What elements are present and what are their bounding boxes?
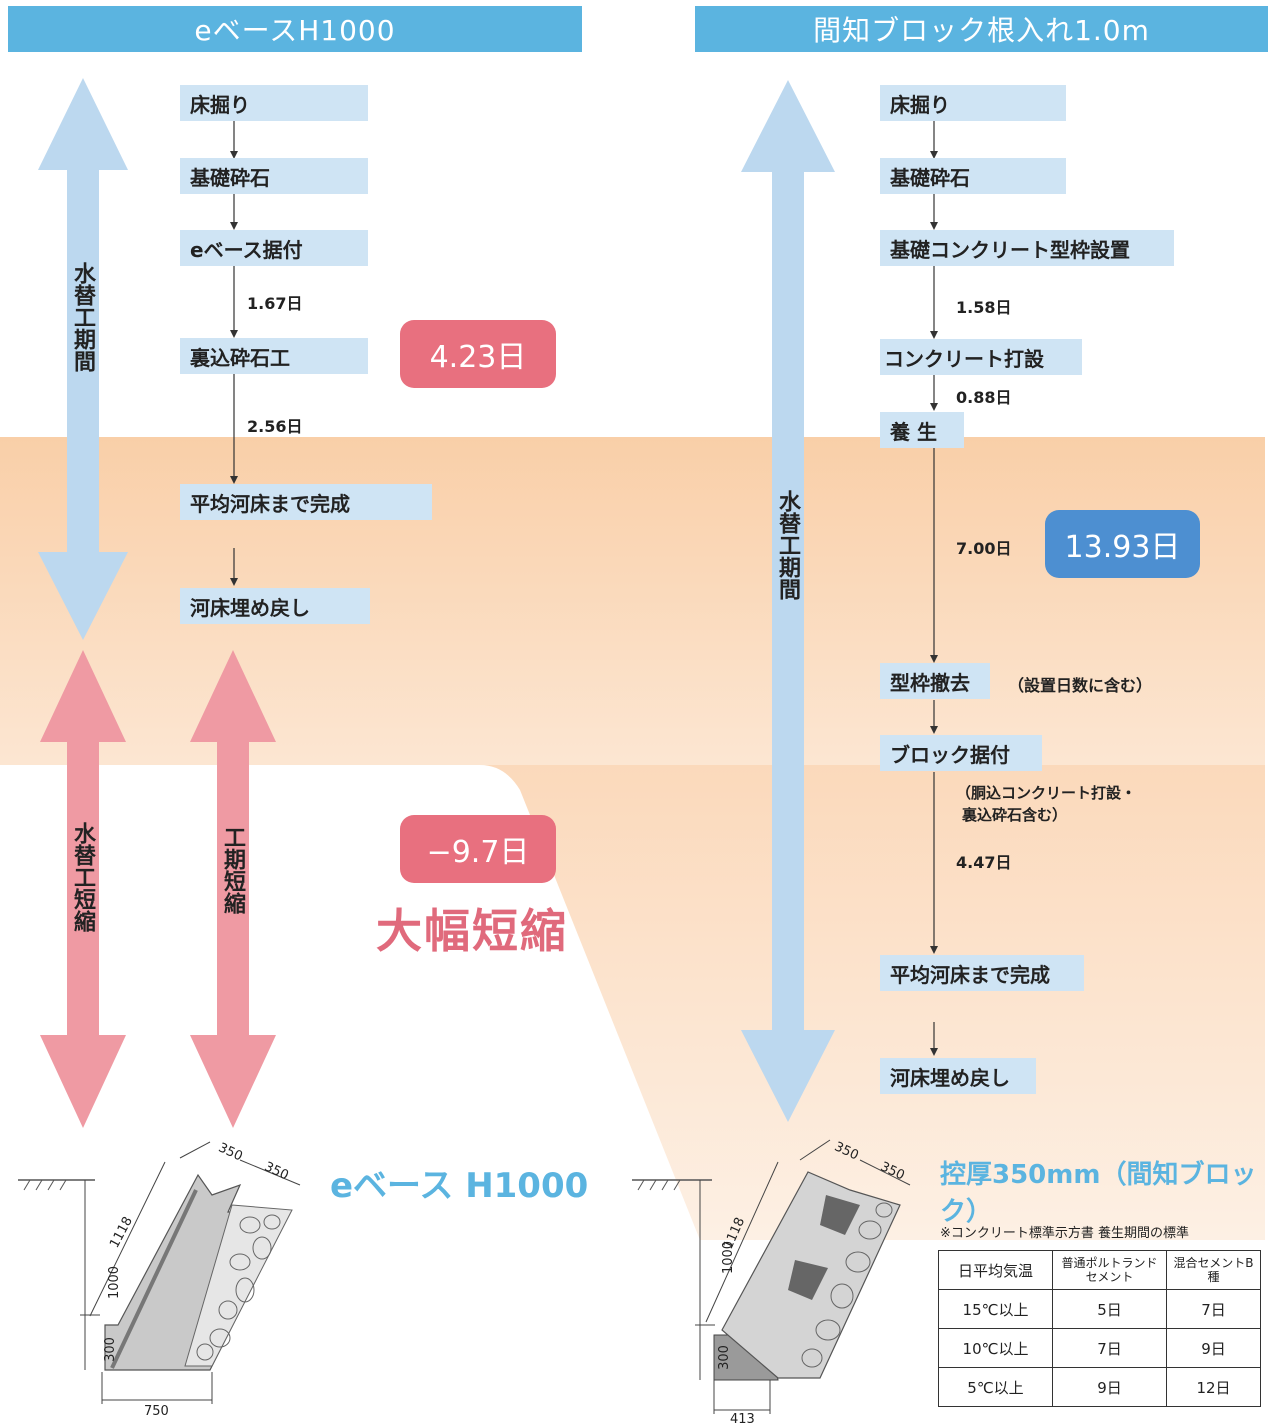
right-block-note-line-1: （胴込コンクリート打設・ (956, 784, 1137, 802)
left-step-2: 基礎砕石 (180, 158, 368, 194)
right-cross-section (632, 1139, 911, 1414)
right-step-7: ブロック据付 (880, 735, 1042, 771)
table-row: 15℃以上 5日 7日 (938, 1289, 1261, 1329)
left-water-period-arrow (38, 78, 128, 640)
table-cell: 15℃以上 (938, 1289, 1053, 1329)
table-row: 10℃以上 7日 9日 (938, 1328, 1261, 1368)
left-period-label: 水替工期間 (69, 262, 97, 372)
left-cross-section (18, 1141, 301, 1404)
water-reduction-label-text: 水替工短縮 (70, 822, 95, 932)
left-total-badge: 4.23日 (400, 320, 556, 388)
right-duration-1: 1.58日 (956, 298, 1012, 317)
reduction-text: 大幅短縮 (376, 904, 568, 958)
left-duration-1: 1.67日 (247, 294, 303, 313)
water-reduction-arrow (40, 650, 126, 1128)
right-dim-413: 413 (730, 1412, 755, 1427)
left-period-label-text: 水替工期間 (70, 262, 95, 372)
right-dim-300: 300 (716, 1345, 732, 1370)
left-step-1: 床掘り (180, 85, 368, 121)
right-period-label: 水替工期間 (774, 490, 802, 600)
right-period-label-text: 水替工期間 (775, 490, 800, 600)
right-block-note: （胴込コンクリート打設・ 裏込砕石含む） (956, 782, 1136, 826)
table-row: 5℃以上 9日 12日 (938, 1367, 1261, 1407)
left-section-title: eベース H1000 (330, 1166, 589, 1206)
table-header-cell: 普通ポルトランドセメント (1052, 1250, 1167, 1290)
right-formwork-note: （設置日数に含む） (1008, 676, 1153, 695)
right-section-title: 控厚350mm（間知ブロック） (940, 1160, 1257, 1227)
table-cell: 7日 (1052, 1328, 1167, 1368)
left-step-4: 裏込砕石工 (180, 338, 368, 374)
right-step-4: コンクリート打設 (880, 339, 1082, 375)
right-total-badge: 13.93日 (1045, 510, 1200, 578)
curing-table-note: ※コンクリート標準示方書 養生期間の標準 (940, 1226, 1190, 1241)
left-dim-750: 750 (144, 1404, 169, 1419)
right-step-5: 養 生 (880, 412, 964, 448)
right-step-3: 基礎コンクリート型枠設置 (880, 230, 1174, 266)
table-header-cell: 日平均気温 (938, 1250, 1053, 1290)
left-dim-300: 300 (102, 1337, 118, 1362)
right-step-2: 基礎砕石 (880, 158, 1066, 194)
right-duration-4: 4.47日 (956, 853, 1012, 872)
left-step-5: 平均河床まで完成 (180, 484, 432, 520)
right-duration-3: 7.00日 (956, 539, 1012, 558)
left-step-6: 河床埋め戻し (180, 588, 370, 624)
table-header-cell: 混合セメントB種 (1166, 1250, 1261, 1290)
right-block-note-line-2: 裏込砕石含む） (962, 806, 1068, 824)
left-header: eベースH1000 (8, 6, 582, 52)
period-reduction-arrow (190, 650, 276, 1128)
right-step-1: 床掘り (880, 85, 1066, 121)
table-header-row: 日平均気温 普通ポルトランドセメント 混合セメントB種 (938, 1250, 1261, 1290)
table-cell: 9日 (1166, 1328, 1261, 1368)
table-cell: 9日 (1052, 1367, 1167, 1407)
table-cell: 5℃以上 (938, 1367, 1053, 1407)
right-header: 間知ブロック根入れ1.0m (695, 6, 1268, 52)
water-reduction-label: 水替工短縮 (69, 822, 97, 932)
right-step-8: 平均河床まで完成 (880, 955, 1084, 991)
table-cell: 10℃以上 (938, 1328, 1053, 1368)
right-duration-2: 0.88日 (956, 388, 1012, 407)
right-step-9: 河床埋め戻し (880, 1058, 1036, 1094)
left-dim-1000: 1000 (107, 1265, 123, 1300)
table-cell: 12日 (1166, 1367, 1261, 1407)
left-step-3: eベース据付 (180, 230, 368, 266)
curing-table: 日平均気温 普通ポルトランドセメント 混合セメントB種 15℃以上 5日 7日 … (938, 1250, 1261, 1407)
right-step-6: 型枠撤去 (880, 663, 990, 699)
table-cell: 7日 (1166, 1289, 1261, 1329)
period-reduction-label-text: 工期短縮 (220, 826, 245, 914)
period-reduction-label: 工期短縮 (219, 826, 247, 914)
left-duration-2: 2.56日 (247, 417, 303, 436)
reduction-days-badge: −9.7日 (400, 815, 556, 883)
table-cell: 5日 (1052, 1289, 1167, 1329)
right-water-period-arrow (741, 80, 835, 1122)
